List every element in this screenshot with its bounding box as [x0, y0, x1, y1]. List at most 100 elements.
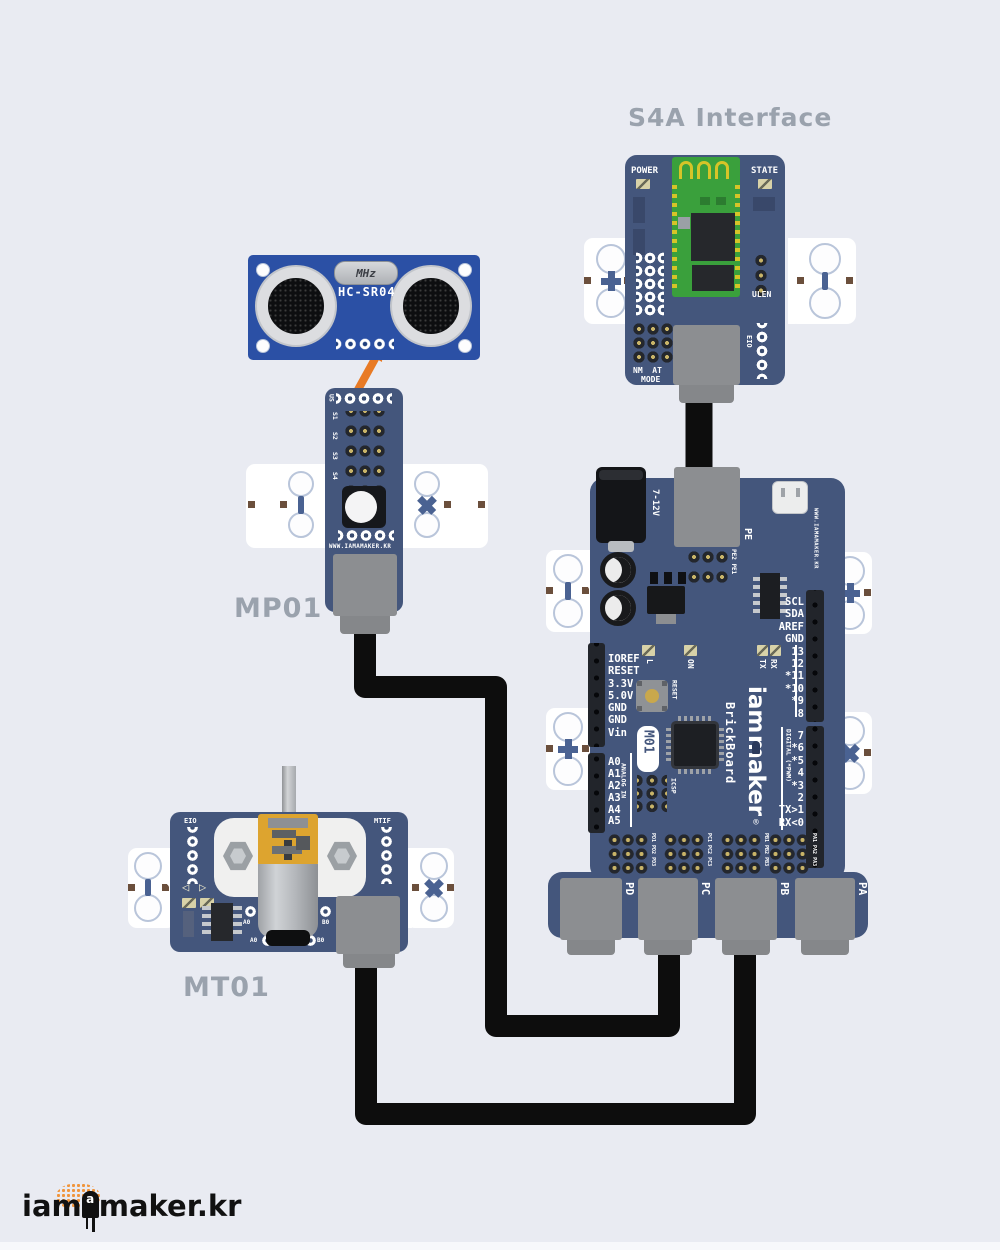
mt01-left-brick-tab — [128, 848, 176, 928]
motor-led-a — [182, 898, 196, 908]
pin-label: SDA — [785, 608, 804, 621]
led-on — [684, 645, 697, 656]
tab-notch — [280, 501, 287, 508]
pin-label: *9 — [791, 695, 804, 708]
pin-label: 3.3V — [608, 677, 634, 690]
bar-marker — [145, 879, 151, 896]
pin-label: *3 — [791, 779, 804, 792]
mt01-a-pin — [243, 904, 258, 919]
hcsr04-sensor: MHz HC-SR04 — [248, 255, 480, 360]
chip-legs — [753, 577, 760, 615]
tab-notch — [582, 587, 589, 594]
mp01-connector-tongue — [340, 616, 390, 634]
pin-label: A2 — [608, 779, 621, 792]
pin-label: A1 — [608, 767, 621, 780]
soic-chip — [753, 573, 787, 619]
pin-label: GND — [785, 633, 804, 646]
mt01-b0b-label: B0 — [317, 937, 325, 944]
port-pc-label: PC — [699, 882, 712, 896]
mt01-mtif-pins — [379, 827, 394, 884]
driver-chip — [202, 903, 242, 941]
pin-label: GND — [608, 702, 627, 715]
mp01-website: WWW.IAMAMAKER.KR — [329, 544, 392, 550]
analog-separator — [630, 753, 632, 827]
port-pb-tongue — [722, 940, 770, 955]
crystal-oscillator: MHz — [334, 261, 398, 285]
gear-detail — [272, 830, 296, 838]
mb-left-tab-top — [546, 550, 596, 632]
tab-notch — [546, 745, 553, 752]
tab-notch — [412, 884, 419, 891]
direction-arrow-right-icon: ▷ — [199, 880, 207, 894]
smd-part — [678, 572, 686, 584]
port-grid-pc-label: PC1 PC2 PC3 — [706, 833, 712, 867]
electrolytic-capacitor — [600, 552, 636, 588]
electrolytic-capacitor — [600, 590, 636, 626]
logo-prefix: iam — [22, 1189, 82, 1223]
right-lower-header — [806, 726, 824, 868]
plus-marker — [601, 271, 621, 291]
pe-header-label: PE2 PE1 — [730, 549, 737, 575]
bar-marker — [298, 496, 304, 514]
s4a-title: S4A Interface — [628, 103, 833, 132]
mt01-a0-label: A0 — [243, 919, 251, 926]
btn-corner — [637, 681, 642, 686]
jack-tip — [608, 541, 634, 552]
micro-usb-port — [772, 481, 808, 514]
s4a-left-brick-tab — [584, 238, 649, 324]
pin-label: 13 — [791, 645, 804, 658]
chip-legs — [202, 906, 211, 938]
tab-notch — [162, 884, 169, 891]
brick-hole — [288, 471, 314, 497]
pin-label: A4 — [608, 803, 621, 816]
pin-label: Vin — [608, 726, 627, 739]
led-on-label: ON — [686, 659, 695, 669]
pin-label: SCL — [785, 596, 804, 608]
mp01-us-label: US — [327, 394, 336, 402]
tab-notch — [846, 277, 853, 284]
gearbox — [258, 814, 318, 866]
chip-legs — [233, 906, 242, 938]
logo-suffix: maker.kr — [98, 1189, 242, 1223]
tab-notch — [447, 884, 454, 891]
mt01-eio-label: EIO — [184, 817, 197, 825]
s4a-left-header-pins — [636, 251, 664, 317]
mp01-row-label: S3 — [331, 452, 339, 460]
mp01-connector — [333, 554, 397, 616]
bar-marker — [565, 582, 571, 600]
s4a-board-content: POWER STATE ULEN NM AT MODE EIO — [625, 155, 785, 385]
gear-motor — [258, 814, 318, 946]
brick-hole — [553, 712, 583, 742]
pin-label: 12 — [791, 657, 804, 670]
digital-separator-top — [795, 645, 797, 717]
chip-body — [760, 573, 780, 619]
mp01-left-brick-tab — [246, 464, 326, 548]
mp01-top-pins — [336, 391, 392, 406]
mt01-mtif-label: MTIF — [374, 817, 391, 825]
direction-arrow-left-icon: ◁ — [182, 880, 190, 894]
bar-marker — [822, 272, 828, 290]
pin-label: A0 — [608, 756, 621, 768]
mp01-row-label: S2 — [331, 432, 339, 440]
gear-detail — [272, 846, 302, 854]
mount-hole — [458, 263, 472, 277]
reset-button — [636, 680, 668, 712]
mode-label: MODE — [641, 375, 661, 384]
digital-pwm-label: DIGITAL (*PWM) — [784, 729, 792, 783]
tab-notch — [864, 589, 871, 596]
jack-highlight — [599, 470, 643, 480]
motor-shaft — [282, 766, 296, 818]
mb-website: WWW.IAMAMAKER.KR — [812, 508, 819, 569]
tab-notch — [478, 501, 485, 508]
pin-label: RESET — [608, 665, 640, 678]
s4a-right-brick-tab — [788, 238, 856, 324]
bt-chip — [691, 213, 735, 261]
pin-label: *5 — [791, 754, 804, 767]
motor-end-cap — [266, 930, 310, 946]
port-grid-pa — [769, 832, 809, 876]
mt01-right-brick-tab — [406, 848, 454, 928]
